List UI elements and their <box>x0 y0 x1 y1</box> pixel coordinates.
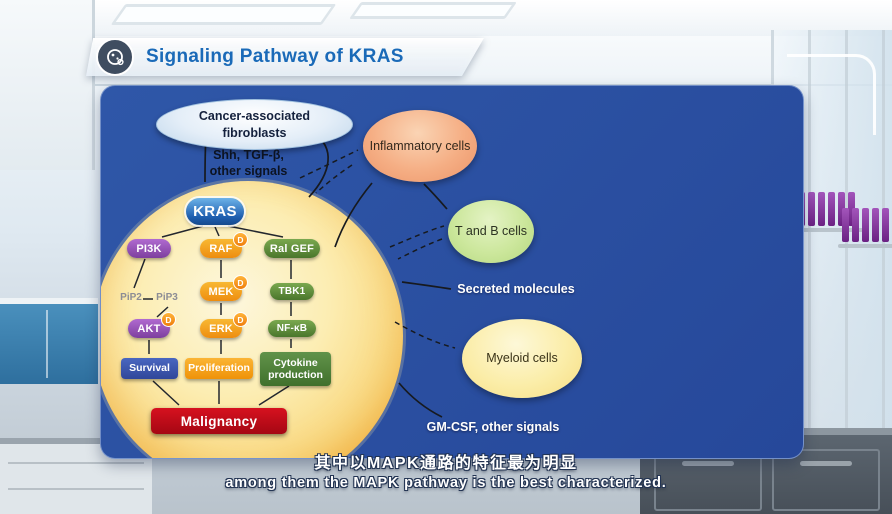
node-pip3: PiP3 <box>156 292 178 303</box>
page-title: Signaling Pathway of KRAS <box>146 46 404 67</box>
dashed-signal-arrows <box>299 149 456 349</box>
node-pi3k: PI3K <box>127 239 171 258</box>
reagent-rack <box>842 208 892 242</box>
ceiling-light <box>110 4 337 25</box>
cell-logo-icon <box>96 38 134 76</box>
title-banner-ribbon: Signaling Pathway of KRAS <box>86 38 484 76</box>
node-survival: Survival <box>121 358 178 379</box>
subtitle-block: 其中以MAPK通路的特征最为明显 among them the MAPK pat… <box>0 449 892 491</box>
node-kras: KRAS <box>186 198 244 225</box>
label-top-signals: Shh, TGF-β, other signals <box>209 148 288 179</box>
node-mek-label: MEK <box>208 285 234 298</box>
drug-badge: D <box>233 275 248 290</box>
title-banner: Signaling Pathway of KRAS <box>86 38 484 76</box>
drug-badge: D <box>233 232 248 247</box>
label-secreted-molecules: Secreted molecules <box>457 282 575 296</box>
drawer <box>772 449 880 511</box>
label-gmcsf-signals: GM-CSF, other signals <box>426 420 560 434</box>
shelf <box>838 244 892 248</box>
node-proliferation: Proliferation <box>185 358 253 379</box>
lab-cabinet-teal <box>0 298 98 384</box>
pathway-panel: Cancer-associated fibroblasts Shh, TGF-β… <box>100 85 804 459</box>
node-mek: MEK D <box>200 275 248 301</box>
shelf <box>793 228 865 232</box>
ceiling-light <box>349 2 517 19</box>
node-erk-label: ERK <box>209 322 233 335</box>
node-pip2: PiP2 <box>120 292 142 303</box>
lab-cabinet-left <box>0 0 95 170</box>
node-myeloid-cells: Myeloid cells <box>462 319 582 398</box>
node-tbk1: TBK1 <box>270 283 314 300</box>
node-malignancy: Malignancy <box>151 408 287 434</box>
node-inflammatory-cells: Inflammatory cells <box>363 110 477 182</box>
subtitle-english: among them the MAPK pathway is the best … <box>225 475 667 491</box>
node-t-and-b-cells: T and B cells <box>448 200 534 263</box>
glass-edge-accent <box>787 54 876 135</box>
arrows-layer <box>133 132 456 418</box>
node-ral-gef: Ral GEF <box>264 239 320 258</box>
drug-badge: D <box>233 312 248 327</box>
node-akt-label: AKT <box>137 322 161 335</box>
node-akt: AKT D <box>128 312 176 338</box>
node-nfkb: NF-κB <box>268 320 316 337</box>
intracellular-arrows <box>133 225 292 406</box>
node-erk: ERK D <box>200 312 248 338</box>
node-cytokine-production: Cytokine production <box>260 352 331 386</box>
drug-badge: D <box>161 312 176 327</box>
node-raf-label: RAF <box>209 242 233 255</box>
subtitle-chinese: 其中以MAPK通路的特征最为明显 <box>314 455 578 472</box>
node-cancer-associated-fibroblasts: Cancer-associated fibroblasts <box>156 99 353 150</box>
node-raf: RAF D <box>200 232 248 258</box>
